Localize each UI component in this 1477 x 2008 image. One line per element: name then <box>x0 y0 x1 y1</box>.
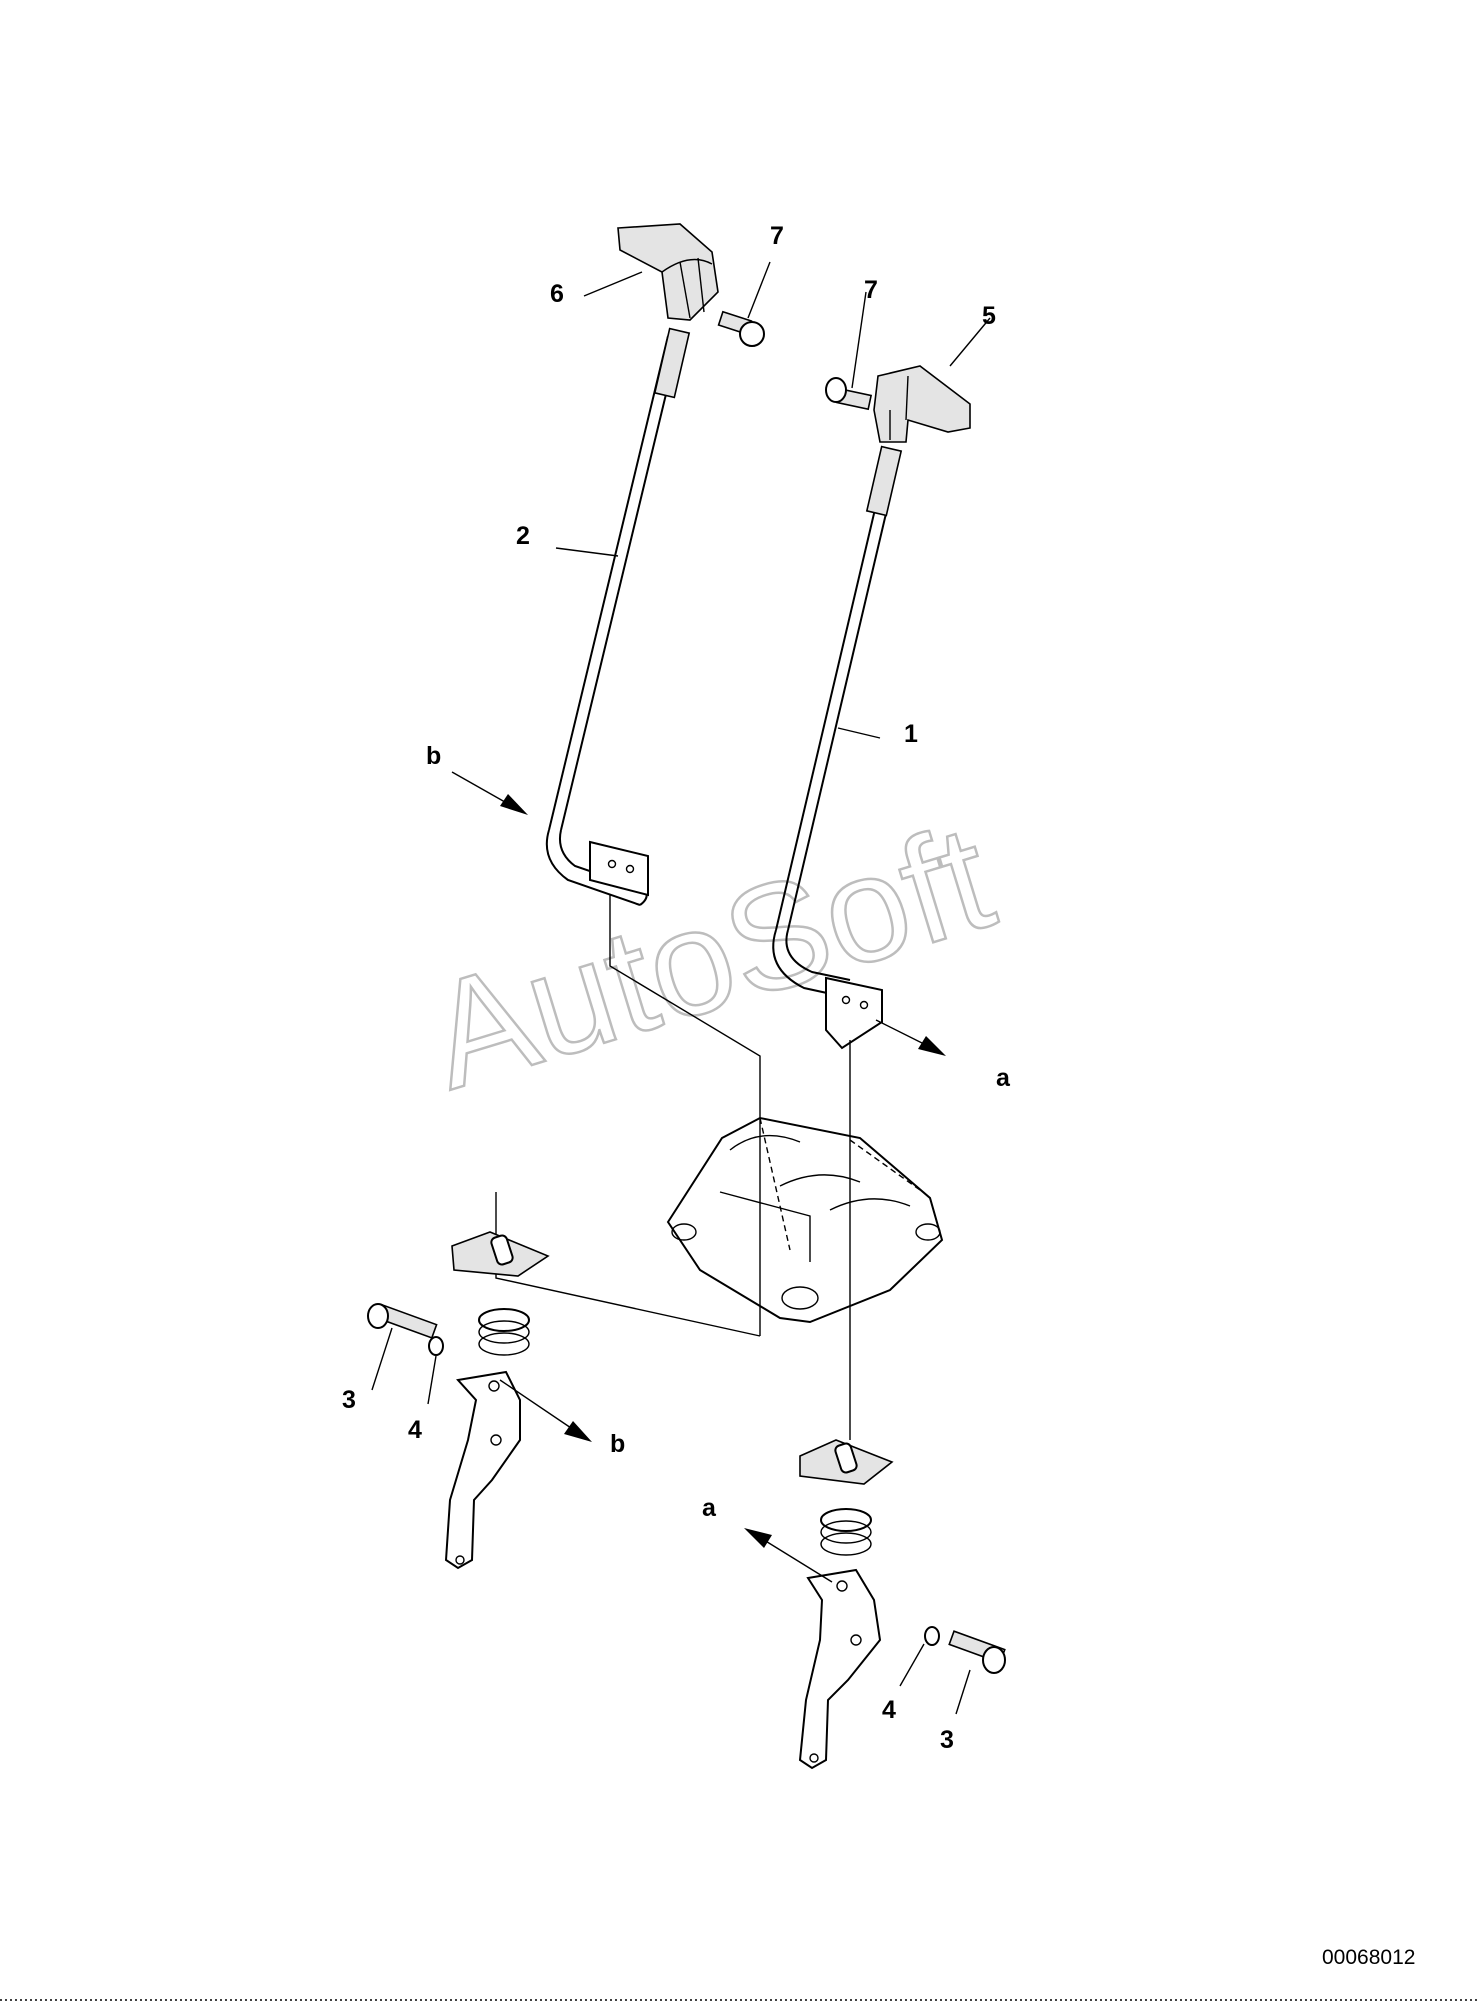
leader-lines <box>371 261 991 1715</box>
callout-ref-a-upper: a <box>996 1064 1011 1092</box>
sheet-number: 00068012 <box>1322 1946 1415 1969</box>
base-housing <box>666 1116 944 1324</box>
guide-lines <box>495 895 851 1440</box>
knob-5 <box>873 365 971 443</box>
callout-labels: 1 2 3 3 4 4 5 6 7 7 a a b b <box>342 222 1011 1754</box>
callout-part-4-right: 4 <box>882 1696 896 1724</box>
callout-part-5: 5 <box>982 302 996 330</box>
callout-part-2: 2 <box>516 522 530 550</box>
bolt-7-right <box>825 377 873 411</box>
bolt-7-left <box>717 310 765 347</box>
callout-part-7-right: 7 <box>864 276 878 304</box>
arrow-a-lower <box>744 1528 772 1548</box>
lower-assembly-left <box>367 1231 550 1570</box>
lower-assembly-right <box>798 1439 1006 1770</box>
callout-part-1: 1 <box>904 720 918 748</box>
callout-ref-b-lower: b <box>610 1430 625 1458</box>
callout-part-4-left: 4 <box>408 1416 422 1444</box>
callout-part-3-left: 3 <box>342 1386 356 1414</box>
callout-part-7-left: 7 <box>770 222 784 250</box>
watermark: AutoSoft <box>410 792 1009 1121</box>
callout-ref-a-lower: a <box>702 1494 717 1522</box>
arrow-a-upper <box>918 1036 946 1056</box>
lever-2 <box>545 327 691 906</box>
arrow-b-lower <box>564 1421 592 1442</box>
knob-6 <box>617 223 719 321</box>
arrow-b-upper <box>500 794 528 815</box>
callout-ref-b-upper: b <box>426 742 441 770</box>
lever-1 <box>772 445 903 1050</box>
callout-part-6: 6 <box>550 280 564 308</box>
callout-part-3-right: 3 <box>940 1726 954 1754</box>
